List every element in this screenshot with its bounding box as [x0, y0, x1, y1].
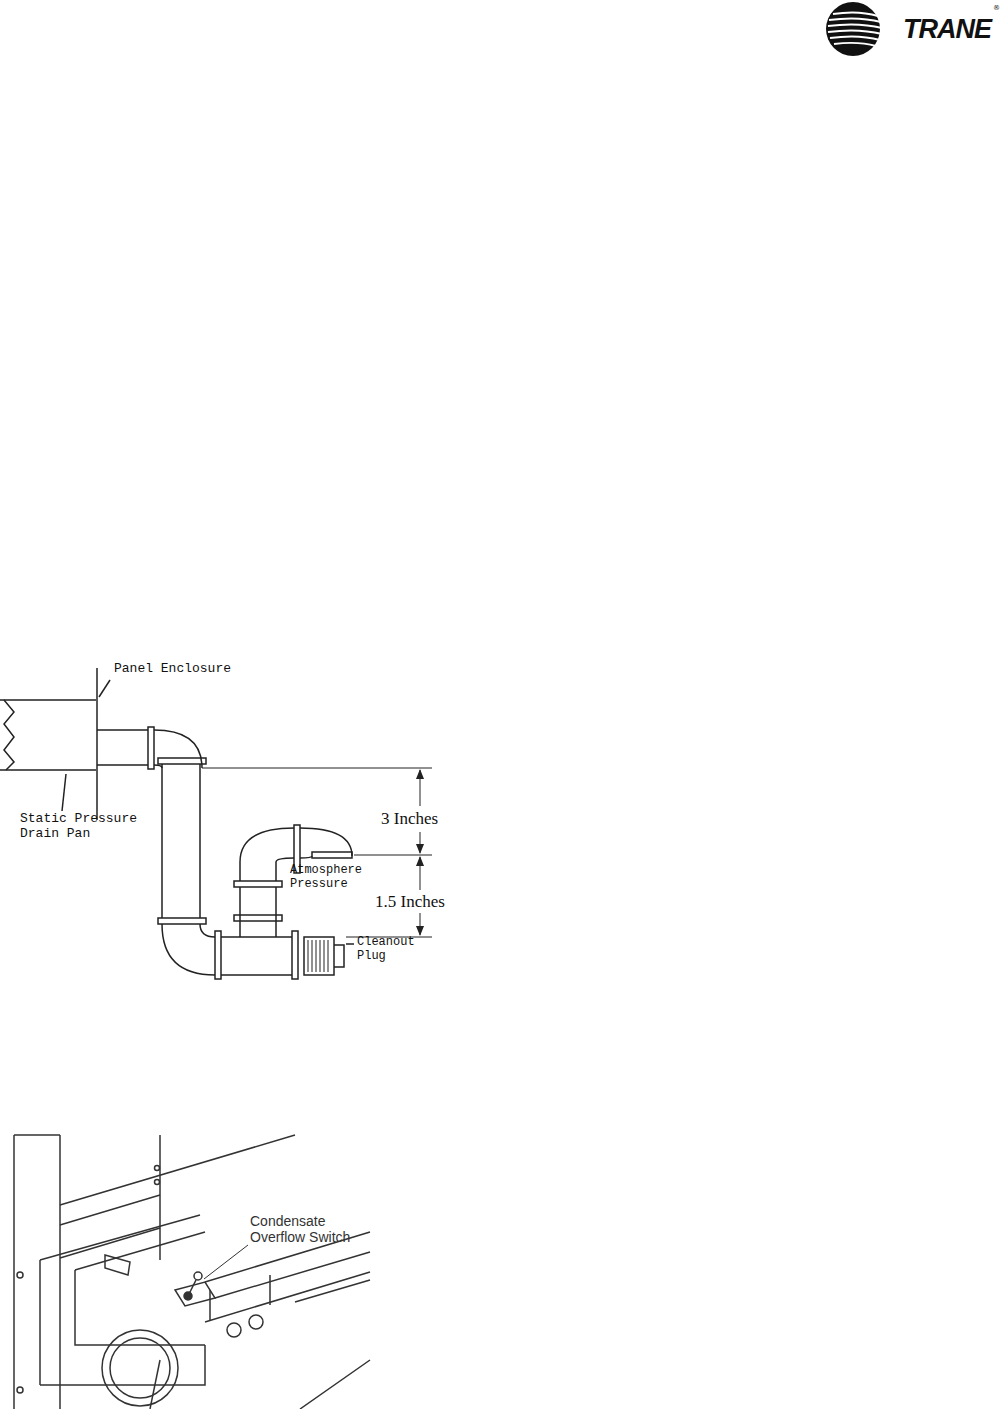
logo-mark — [826, 2, 882, 56]
unit-illustration — [14, 1135, 370, 1409]
trap-drawing — [0, 668, 432, 979]
part-label: Panel Enclosure — [114, 662, 274, 677]
part-label: Cleanout Plug — [357, 936, 431, 964]
part-label: Static Pressure Drain Pan — [20, 812, 148, 842]
brand-name: TRANE — [903, 14, 991, 45]
dimension-label: 3 Inches — [381, 809, 471, 829]
registered-mark: ® — [993, 4, 1000, 12]
part-label: Atmosphere Pressure — [290, 864, 372, 892]
dimension-label: 1.5 Inches — [375, 892, 475, 912]
callout-label: Condensate Overflow Switch — [250, 1213, 375, 1245]
